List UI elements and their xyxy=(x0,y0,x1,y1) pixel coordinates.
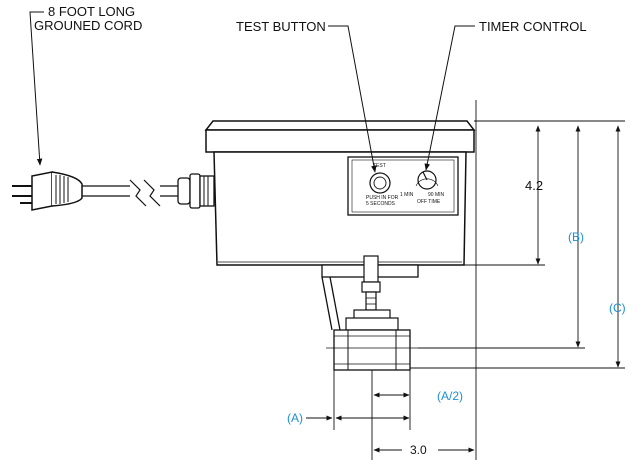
control-panel: TEST PUSH IN FOR 5 SECONDS 1 MIN 90 MIN … xyxy=(347,156,459,216)
dim-a-label: (A) xyxy=(287,411,303,425)
test-button-label: TEST BUTTON xyxy=(236,19,326,34)
dim-a-half-label: (A/2) xyxy=(437,389,463,403)
test-instruction-line2: 5 SECONDS xyxy=(366,201,396,207)
timer-min-label: 1 MIN xyxy=(400,192,414,198)
dimensions xyxy=(306,100,625,460)
timer-caption: OFF TIME xyxy=(417,199,441,205)
test-button-callout: TEST BUTTON xyxy=(236,19,377,173)
timer-max-label: 90 MIN xyxy=(428,192,445,198)
cord-label-line1: 8 FOOT LONG xyxy=(48,4,135,19)
cord-callout: 8 FOOT LONG GROUNED CORD xyxy=(29,4,142,166)
dim-width-label: 3.0 xyxy=(410,443,427,457)
dim-b-label: (B) xyxy=(568,230,584,244)
valve-assembly xyxy=(321,255,419,371)
cord-label-line2: GROUNED CORD xyxy=(34,18,142,33)
dim-height-label: 4.2 xyxy=(525,178,543,193)
test-label: TEST xyxy=(373,163,386,169)
test-button xyxy=(369,172,391,194)
plug-and-cord xyxy=(12,171,215,211)
timer-control-label: TIMER CONTROL xyxy=(479,19,587,34)
dim-c-label: (C) xyxy=(609,301,626,315)
timer-control-callout: TIMER CONTROL xyxy=(424,19,587,171)
test-instruction-line1: PUSH IN FOR xyxy=(366,195,399,201)
